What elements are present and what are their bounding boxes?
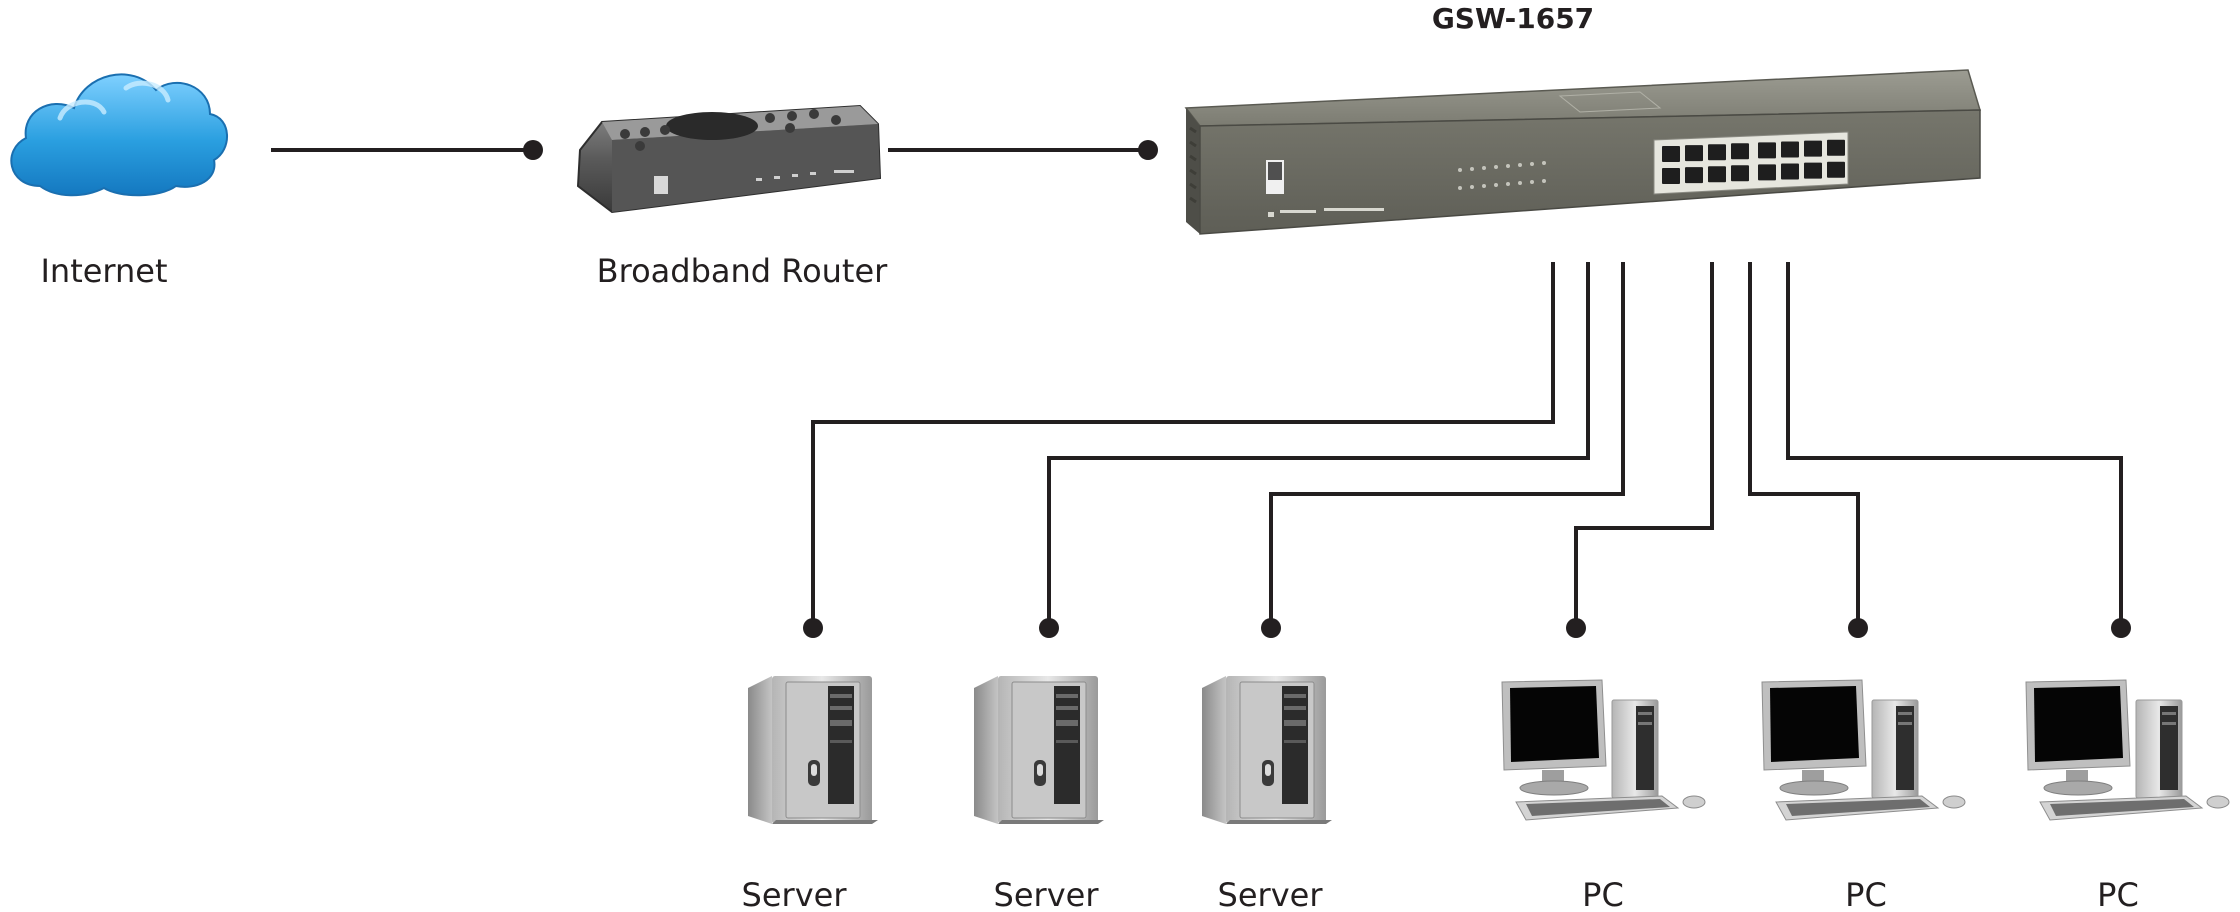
pc-node-1: PC	[1501, 679, 1706, 912]
switch-port	[1804, 162, 1822, 179]
dot-pc-1	[1566, 618, 1586, 638]
router-icon	[576, 104, 882, 214]
server-node-1: Server	[742, 675, 879, 912]
connection-dots	[523, 140, 2131, 638]
switch-port	[1685, 167, 1703, 184]
pc-icon	[1761, 679, 1966, 821]
server-icon	[1201, 675, 1333, 825]
cloud-icon	[10, 73, 228, 197]
switch-port	[1708, 166, 1726, 183]
dot-pc-2	[1848, 618, 1868, 638]
link-switch-pc-2	[1748, 262, 1860, 628]
server-label: Server	[742, 876, 848, 912]
switch-port	[1731, 143, 1749, 160]
switch-port	[1758, 164, 1776, 181]
dot-pc-3	[2111, 618, 2131, 638]
server-node-2: Server	[973, 675, 1105, 912]
dot-server-2	[1039, 618, 1059, 638]
switch-title: GSW-1657	[1432, 2, 1594, 35]
pc-icon	[1501, 679, 1706, 821]
server-label: Server	[1218, 876, 1324, 912]
server-node-3: Server	[1201, 675, 1333, 912]
switch-port	[1758, 142, 1776, 159]
link-switch-server-2	[1047, 262, 1590, 628]
pc-node-2: PC	[1761, 679, 1966, 912]
link-switch-server-1	[811, 262, 1555, 628]
dot-server-1	[803, 618, 823, 638]
internet-label: Internet	[40, 252, 167, 290]
pc-icon	[2025, 679, 2230, 821]
server-label: Server	[994, 876, 1100, 912]
switch-port	[1731, 165, 1749, 182]
switch-port	[1662, 146, 1680, 162]
switch-port	[1781, 163, 1799, 180]
pc-label: PC	[2097, 876, 2139, 912]
pc-label: PC	[1845, 876, 1887, 912]
pc-node-3: PC	[2025, 679, 2230, 912]
dot-switch-in	[1138, 140, 1158, 160]
dot-router-in	[523, 140, 543, 160]
switch-port	[1781, 141, 1799, 158]
switch-port	[1827, 161, 1845, 178]
router-label: Broadband Router	[597, 252, 888, 290]
switch-port	[1708, 144, 1726, 161]
link-switch-server-3	[1269, 262, 1625, 628]
server-icon	[973, 675, 1105, 825]
switch-port	[1804, 140, 1822, 157]
server-icon	[747, 675, 879, 825]
switch-port	[1685, 145, 1703, 162]
pc-label: PC	[1582, 876, 1624, 912]
dot-server-3	[1261, 618, 1281, 638]
link-switch-pc-1	[1574, 262, 1714, 628]
switch-port	[1662, 168, 1680, 184]
switch-icon	[1184, 69, 1982, 235]
connection-lines	[271, 148, 2123, 628]
link-switch-pc-3	[1786, 262, 2123, 628]
switch-port	[1827, 139, 1845, 156]
